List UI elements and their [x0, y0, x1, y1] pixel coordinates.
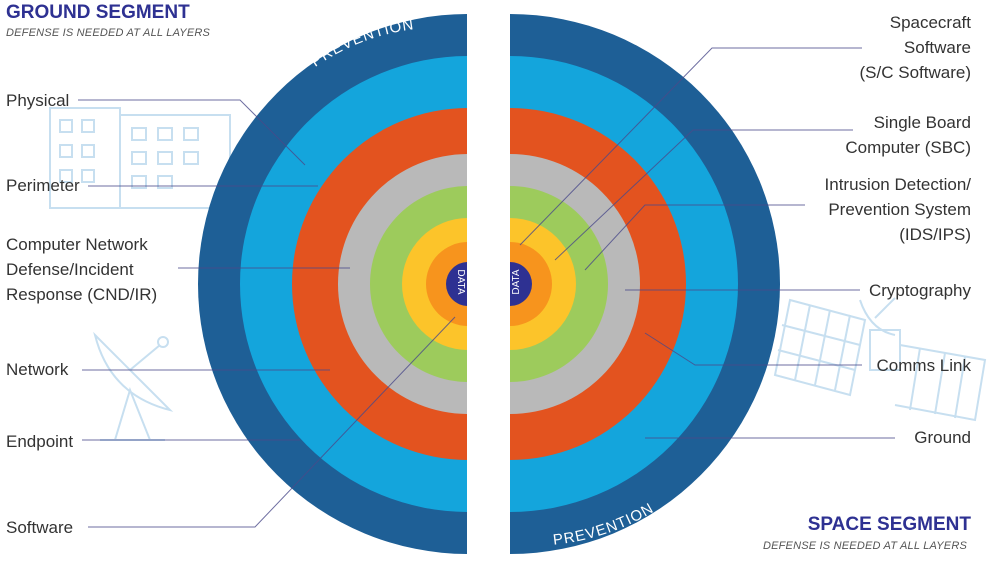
ground-segment-subtitle: DEFENSE IS NEEDED AT ALL LAYERS [6, 27, 211, 39]
space-layer-label: Cryptography [868, 281, 971, 300]
space-layer-label: Intrusion Detection/ Prevention System (… [824, 175, 971, 244]
ground-layer-label: Perimeter [6, 176, 80, 195]
space-data-core [510, 262, 532, 306]
space-connector-lines [519, 47, 895, 439]
ground-layer-label: Network [6, 360, 69, 379]
ground-core-data-label: DATA [455, 269, 466, 295]
space-layer-label: Spacecraft Software (S/C Software) [859, 13, 971, 82]
ground-connector-lines [78, 99, 456, 528]
space-segment-rings [510, 14, 780, 554]
building-icon [49, 107, 231, 209]
ground-segment-title: GROUND SEGMENT [6, 2, 190, 23]
satellite-icon [773, 297, 987, 422]
satellite-dish-icon [93, 331, 174, 441]
ground-data-core [446, 262, 467, 306]
ground-software-ring [426, 242, 467, 326]
ground-layer-label: Software [6, 518, 74, 537]
space-layer-label: Single Board Computer (SBC) [845, 113, 971, 157]
ground-layer-label: Endpoint [6, 432, 74, 451]
space-layer-label: Comms Link [876, 356, 971, 375]
space-core-data-label: DATA [511, 269, 522, 295]
space-segment-subtitle: DEFENSE IS NEEDED AT ALL LAYERS [762, 540, 967, 552]
space-segment-title: SPACE SEGMENT [807, 514, 971, 535]
ground-layer-label: Computer Network Defense/Incident Respon… [6, 235, 158, 304]
space-layer-label: Ground [914, 428, 971, 447]
ground-layer-label: Physical [6, 91, 70, 110]
ground-segment-rings [198, 14, 467, 554]
